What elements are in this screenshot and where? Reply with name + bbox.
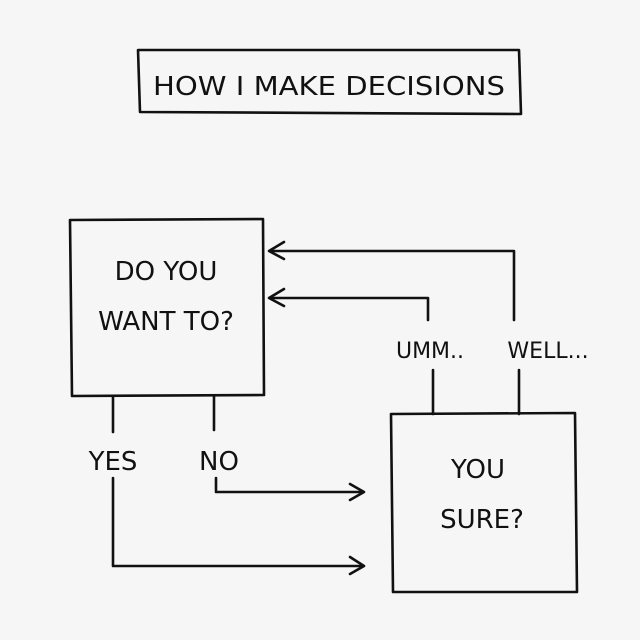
sure-box: YOU SURE? — [389, 411, 579, 594]
yes-edge: YES — [88, 394, 366, 576]
title-box: HOW I MAKE DECISIONS — [136, 48, 523, 116]
sure-line-1: YOU — [450, 455, 505, 485]
question-line-2: WANT TO? — [98, 307, 234, 337]
question-line-1: DO YOU — [115, 257, 218, 287]
well-label: WELL... — [507, 339, 588, 364]
title-text: HOW I MAKE DECISIONS — [153, 72, 505, 102]
sure-line-2: SURE? — [440, 505, 524, 535]
umm-label: UMM.. — [396, 339, 464, 364]
well-edge: WELL... — [267, 240, 589, 416]
question-box: DO YOU WANT TO? — [68, 217, 266, 398]
no-label: NO — [199, 447, 239, 477]
yes-label: YES — [88, 447, 138, 477]
no-edge: NO — [199, 394, 366, 502]
umm-edge: UMM.. — [267, 287, 464, 416]
